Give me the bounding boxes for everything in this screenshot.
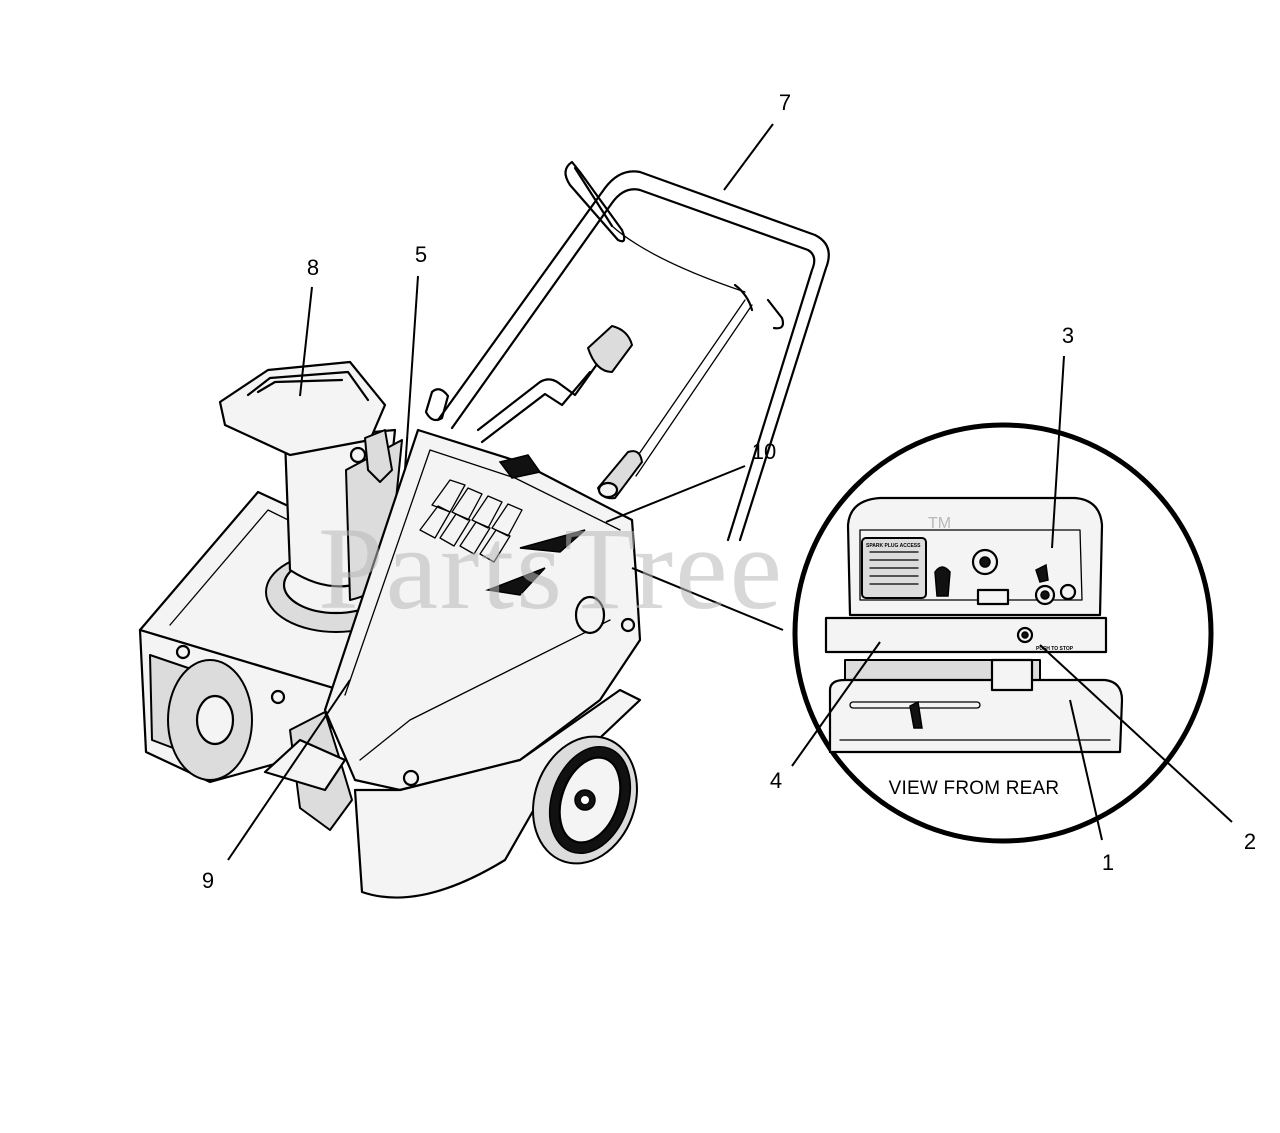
- inset-view-from-rear: SPARK PLUG ACCESS PUSH TO STOP VIEW FROM…: [631, 422, 1214, 844]
- callout-2: 2: [1244, 829, 1256, 854]
- callout-1: 1: [1102, 850, 1114, 875]
- spark-plug-access-label: SPARK PLUG ACCESS: [866, 543, 921, 549]
- callout-5: 5: [415, 242, 427, 267]
- engine-shroud: [323, 428, 642, 792]
- spark-plug-vent: [869, 551, 919, 585]
- watermark: PartsTree TM: [318, 503, 951, 634]
- watermark-text: PartsTree: [318, 503, 784, 634]
- callout-10: 10: [752, 439, 776, 464]
- callout-7: 7: [779, 90, 791, 115]
- callout-9: 9: [202, 868, 214, 893]
- callout-numbers: 7 8 5 10 3 9 4 1 2: [202, 90, 1256, 893]
- callout-8: 8: [307, 255, 319, 280]
- snow-thrower-drawing: [138, 160, 830, 899]
- watermark-tm: TM: [928, 515, 951, 532]
- callout-4: 4: [770, 768, 782, 793]
- inset-caption: VIEW FROM REAR: [889, 778, 1060, 799]
- callout-3: 3: [1062, 323, 1074, 348]
- push-to-stop-label: PUSH TO STOP: [1036, 646, 1074, 652]
- lower-body: [263, 688, 642, 899]
- handle-assembly: [424, 160, 830, 542]
- shroud-vents: [419, 479, 523, 563]
- leader-lines: [227, 123, 1233, 861]
